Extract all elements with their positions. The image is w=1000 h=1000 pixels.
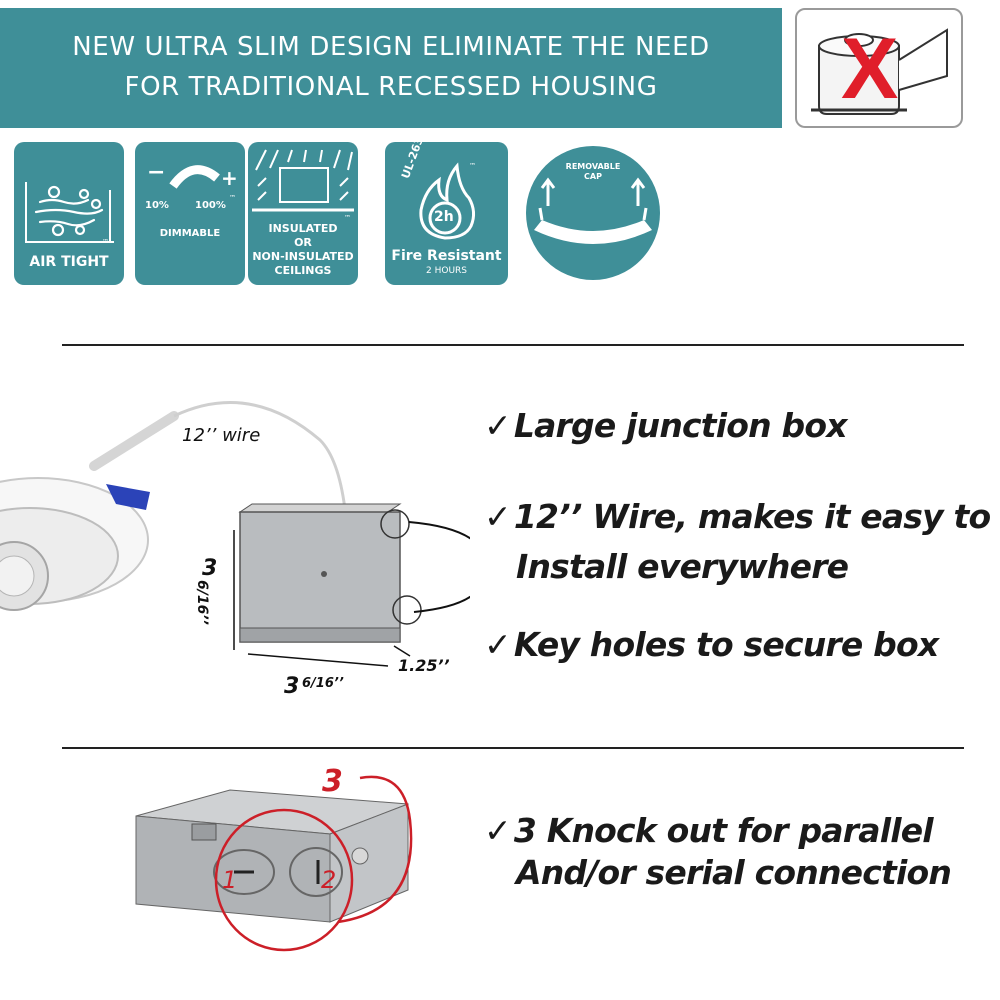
insulated-line-4: CEILINGS <box>274 264 332 277</box>
section-divider <box>62 747 964 749</box>
feature-knockouts-line-2: And/or serial connection <box>516 853 952 892</box>
removable-cap-icon <box>534 177 652 244</box>
badge-fire-resistant: UL-263 2h ™ Fire Resistant 2 HOURS <box>385 142 508 285</box>
badge-removable-cap: REMOVABLE CAP <box>526 146 660 280</box>
insulated-line-2: OR <box>294 236 312 249</box>
insulated-label: INSULATED OR NON-INSULATED CEILINGS <box>248 222 358 278</box>
badge-dimmable: − + 10% 100% ™ DIMMABLE <box>135 142 245 285</box>
box-height-fraction: 6/16’’ <box>194 580 210 625</box>
flame-icon <box>419 162 476 240</box>
knockout-number-2: 2 <box>321 866 337 894</box>
wire-length-label: 12’’ wire <box>182 425 261 446</box>
dim-min-label: 10% <box>145 200 169 211</box>
headline-line-1: NEW ULTRA SLIM DESIGN ELIMINATE THE NEED <box>72 32 710 62</box>
insulated-ceiling-icon <box>252 149 354 212</box>
trademark-mark: ™ <box>469 162 476 170</box>
insulated-line-3: NON-INSULATED <box>252 250 354 263</box>
check-icon: ✓ <box>484 811 512 850</box>
feature-text: Key holes to secure box <box>513 625 939 664</box>
insulated-line-1: INSULATED <box>268 222 338 235</box>
two-hour-mark: 2h <box>434 209 454 225</box>
badge-air-tight: ™ AIR TIGHT <box>14 142 124 285</box>
feature-text: 12’’ Wire, makes it easy to <box>513 497 991 536</box>
trademark-mark: ™ <box>102 238 109 246</box>
knockout-number-3: 3 <box>322 764 343 799</box>
red-x-mark: X <box>841 21 899 117</box>
recessed-housing-icon <box>811 28 948 115</box>
fire-resistant-label: Fire Resistant <box>391 248 502 264</box>
plus-sign: + <box>221 166 238 190</box>
feature-12-wire-line-2: Install everywhere <box>516 547 849 586</box>
feature-12-wire: ✓12’’ Wire, makes it easy to <box>484 496 991 538</box>
box-width-fraction: 6/16’’ <box>302 676 344 691</box>
check-icon: ✓ <box>484 406 512 445</box>
feature-knockouts: ✓3 Knock out for parallel <box>484 810 934 852</box>
trademark-mark: ™ <box>229 194 236 202</box>
junction-box-illustration <box>0 401 470 667</box>
dim-max-label: 100% <box>195 200 226 211</box>
fire-hours-label: 2 HOURS <box>426 266 467 276</box>
check-icon: ✓ <box>484 625 512 664</box>
box-height-label: 3 <box>202 556 218 581</box>
badge-insulated: ™ INSULATED OR NON-INSULATED CEILINGS <box>248 142 358 285</box>
knockout-number-1: 1 <box>222 866 238 894</box>
dimmer-dial-icon <box>169 165 220 189</box>
cap-line-1: REMOVABLE <box>565 162 621 171</box>
cap-line-2: CAP <box>584 172 602 181</box>
headline-line-2: FOR TRADITIONAL RECESSED HOUSING <box>124 72 658 102</box>
headline-banner: NEW ULTRA SLIM DESIGN ELIMINATE THE NEED… <box>0 8 782 128</box>
section-divider <box>62 344 964 346</box>
dimmable-label: DIMMABLE <box>159 228 221 239</box>
minus-sign: − <box>147 160 166 185</box>
trademark-mark: ™ <box>344 214 351 222</box>
box-width-label: 3 <box>284 674 300 699</box>
check-icon: ✓ <box>484 497 512 536</box>
wind-swirl-icon <box>25 182 114 243</box>
feature-text: Large junction box <box>513 406 848 445</box>
knockout-box-illustration <box>135 775 413 952</box>
box-depth-label: 1.25’’ <box>398 656 450 675</box>
air-tight-label: AIR TIGHT <box>29 254 109 270</box>
feature-large-junction-box: ✓Large junction box <box>484 405 848 447</box>
removable-cap-label: REMOVABLE CAP <box>526 162 660 182</box>
no-housing-panel: X <box>795 8 963 128</box>
feature-text: 3 Knock out for parallel <box>513 811 934 850</box>
feature-key-holes: ✓Key holes to secure box <box>484 624 939 666</box>
